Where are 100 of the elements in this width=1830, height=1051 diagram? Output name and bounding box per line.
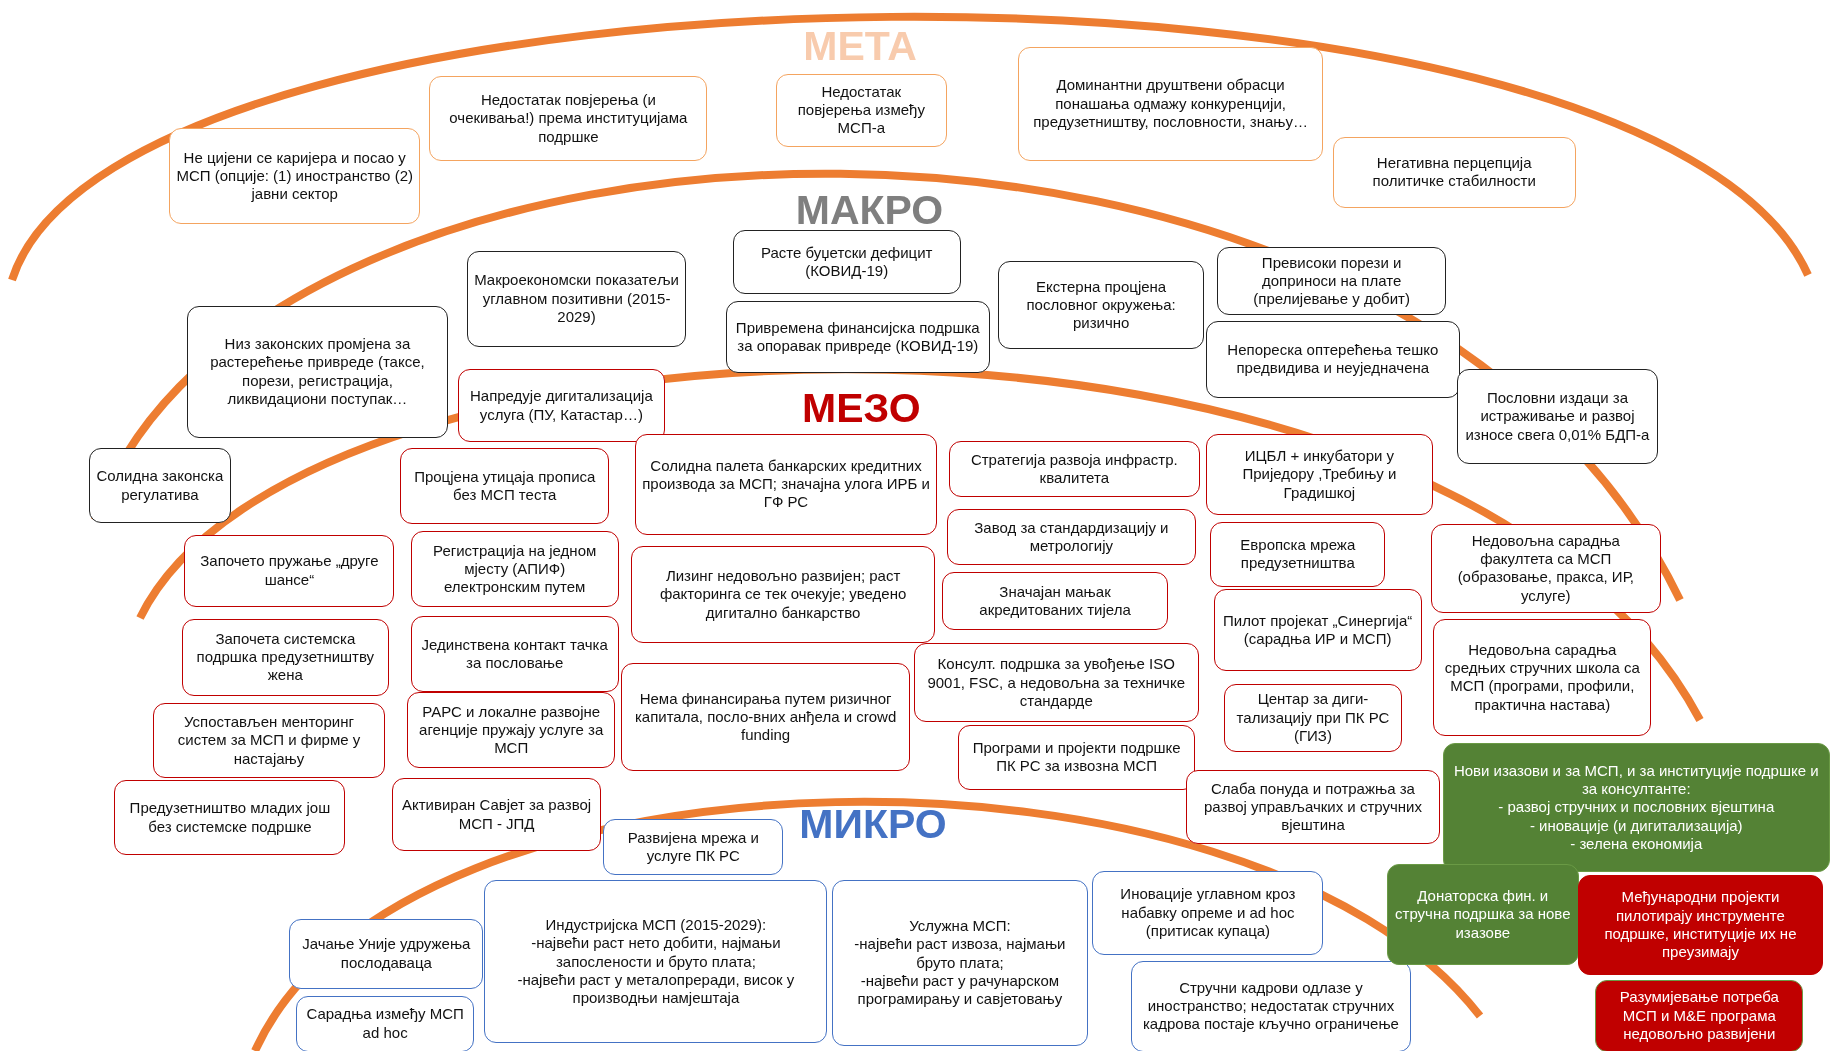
box-text: Недостатак повјерења између МСП-а: [796, 82, 926, 138]
box-text: Макроекономски показатељи углавном позитивни (2015-2029): [473, 271, 680, 327]
note-box: [603, 819, 784, 876]
box-text: Пословни издаци за истраживање и развој износе свега 0,01% БДП-а: [1464, 389, 1651, 445]
note-box: [429, 75, 708, 162]
box-text: Започето пружање „друге шансе“: [199, 552, 380, 589]
note-box: [1332, 136, 1576, 208]
box-text: Јачање Уније удружења послодаваца: [301, 935, 472, 972]
box-text: Јединствена контакт тачка за пословање: [420, 635, 609, 673]
note-box: [725, 301, 990, 374]
box-text: Европска мрежа предузетништва: [1239, 536, 1357, 573]
box-text: Завод за стандардизацију и метрологију: [973, 518, 1170, 556]
note-box: [1386, 863, 1580, 966]
note-box: [400, 448, 610, 524]
note-box: [484, 880, 828, 1044]
note-box: [913, 643, 1199, 723]
note-box: [832, 880, 1088, 1046]
note-box: [392, 778, 602, 851]
level-heading: МИКРО: [799, 800, 947, 848]
box-text: -највећи раст извоза, најмањи бруто плата;: [853, 935, 1067, 972]
box-text: Непореска оптерећења тешко предвидива и неуједначена: [1226, 341, 1440, 378]
note-box: [289, 918, 484, 989]
note-box: [1595, 980, 1804, 1051]
box-text: Напредује дигитализација услуга (ПУ, Катастар…): [468, 387, 654, 424]
level-heading: МЕТА: [803, 23, 917, 71]
box-text: -највећи раст у металопреради, висок у производњи намјештаја: [516, 970, 796, 1008]
note-box: [1210, 521, 1386, 588]
box-text: Солидна палета банкарских кредитних производа за МСП; значајна улога ИРБ и ГФ РС: [641, 456, 931, 512]
box-text: Успостављен менторинг систем за МСП и фирме у настајању: [176, 713, 362, 768]
note-box: [296, 995, 474, 1051]
box-text: Пилот пројекат „Синергија“ (сарадња ИР и МСП): [1222, 611, 1414, 649]
box-text: Нема финансирања путем ризичног капитала, посло-вних анђела и crowd funding: [633, 689, 898, 745]
note-box: [997, 261, 1205, 349]
box-text: -највећи раст у рачунарском програмирању и савјетовању: [856, 972, 1064, 1009]
box-text: Екстерна процјена пословног окружења: ризично: [1025, 277, 1177, 333]
note-box: [1130, 960, 1411, 1051]
box-text: - зелена економија: [1570, 835, 1703, 854]
note-box: [631, 546, 935, 644]
note-box: [1456, 368, 1659, 465]
level-heading: МЕЗО: [802, 385, 921, 433]
note-box: [182, 618, 389, 696]
box-text: Привремена финансијска подршка за опоравак привреде (КОВИД-19): [734, 319, 981, 356]
level-heading: МАКРО: [795, 186, 944, 234]
note-box: [466, 250, 687, 347]
box-text: Низ законских промјена за растерећење привреде (таксе, порези, регистрација, ликвидациони поступак…: [209, 335, 426, 409]
box-text: Расте буџетски дефицит (КОВИД-19): [760, 243, 934, 281]
box-text: Нови изазови и за МСП, и за институције подршке и за консултанте:: [1452, 761, 1820, 799]
box-text: Предузетништво младих још без системске подршке: [128, 799, 332, 836]
box-text: Превисоки порези и доприноси на плате (прелијевање у добит): [1252, 253, 1411, 309]
box-text: Центар за диги-тализацију при ПК РС (ГИЗ): [1235, 690, 1391, 746]
box-text: -највећи раст нето добити, најмањи запослености и бруто плата;: [530, 934, 782, 971]
note-box: [620, 662, 911, 772]
box-text: Значајан мањак акредитованих тијела: [978, 582, 1132, 620]
note-box: [184, 534, 395, 607]
note-box: [941, 571, 1169, 631]
note-box: [1577, 875, 1823, 975]
box-text: Развијена мрежа и услуге ПК РС: [626, 829, 760, 866]
box-text: Доминантни друштвени обрасци понашања одмажу конкуренцији, предузетништву, пословности, знању…: [1032, 76, 1309, 132]
box-text: Индустријска МСП (2015-2029):: [545, 915, 767, 935]
box-text: Консулт. подршка за увођење ISO 9001, FSC, а недовољна за техничке стандарде: [926, 655, 1186, 711]
note-box: [1205, 320, 1460, 398]
box-text: Слаба понуда и потражња за развој управљачких и стручних вјештина: [1203, 779, 1423, 835]
note-box: [1433, 618, 1652, 737]
note-box: [1213, 589, 1422, 672]
note-box: [410, 531, 619, 607]
note-box: [1092, 870, 1324, 955]
box-text: Недовољна сарадња средњих стручних школа са МСП (програми, профили, практична настава): [1443, 640, 1641, 715]
note-box: [1224, 683, 1402, 752]
box-text: - развој стручних и пословних вјештина: [1498, 798, 1775, 817]
box-text: Иновације углавном кроз набавку опреме и ad hoc (притисак купаца): [1119, 885, 1297, 941]
note-box: [1442, 743, 1830, 872]
box-text: Активиран Савјет за развој МСП - ЈПД: [400, 796, 593, 833]
note-box: [186, 305, 449, 438]
box-text: Услужна МСП:: [909, 917, 1011, 936]
note-box: [407, 692, 616, 768]
note-box: [1185, 770, 1441, 844]
note-box: [958, 724, 1196, 791]
note-box: [457, 368, 666, 443]
box-text: - иновације (и дигитализација): [1529, 816, 1743, 836]
box-text: Програми и пројекти подршке ПК РС за извозна МСП: [971, 739, 1182, 776]
note-box: [88, 448, 232, 523]
box-text: Започета системска подршка предузетништву жена: [195, 629, 376, 685]
note-box: [410, 616, 619, 693]
note-box: [634, 434, 938, 535]
note-box: [776, 73, 947, 148]
box-text: РАРС и локалне развојне агенције пружају услуге за МСП: [418, 702, 605, 758]
note-box: [948, 441, 1200, 498]
note-box: [114, 779, 346, 856]
box-text: ИЦБЛ + инкубатори у Приједору ,Требињу и Градишкој: [1241, 446, 1398, 502]
box-text: Донаторска фин. и стручна подршка за нове изазове: [1394, 886, 1572, 942]
box-text: Негативна перцепција политичке стабилности: [1371, 153, 1537, 191]
box-text: Лизинг недовољно развијен; раст факторинга се тек очекује; уведено дигитално банкарство: [658, 567, 908, 623]
note-box: [946, 508, 1197, 565]
box-text: Међународни пројекти пилотирају инструменте подршке, институције их не преузимају: [1603, 888, 1798, 962]
box-text: Разумијевање потреба МСП и M&E програма недовољно развијени: [1618, 988, 1780, 1044]
note-box: [1205, 434, 1434, 515]
box-text: Процјена утицаја прописа без МСП теста: [413, 467, 597, 505]
box-text: Стратегија развоја инфрастр. квалитета: [969, 450, 1179, 488]
box-text: Солидна законска регулатива: [95, 467, 225, 504]
box-text: Не цијени се каријера и посао у МСП (опције: (1) иностранство (2) јавни сектор: [176, 148, 414, 204]
